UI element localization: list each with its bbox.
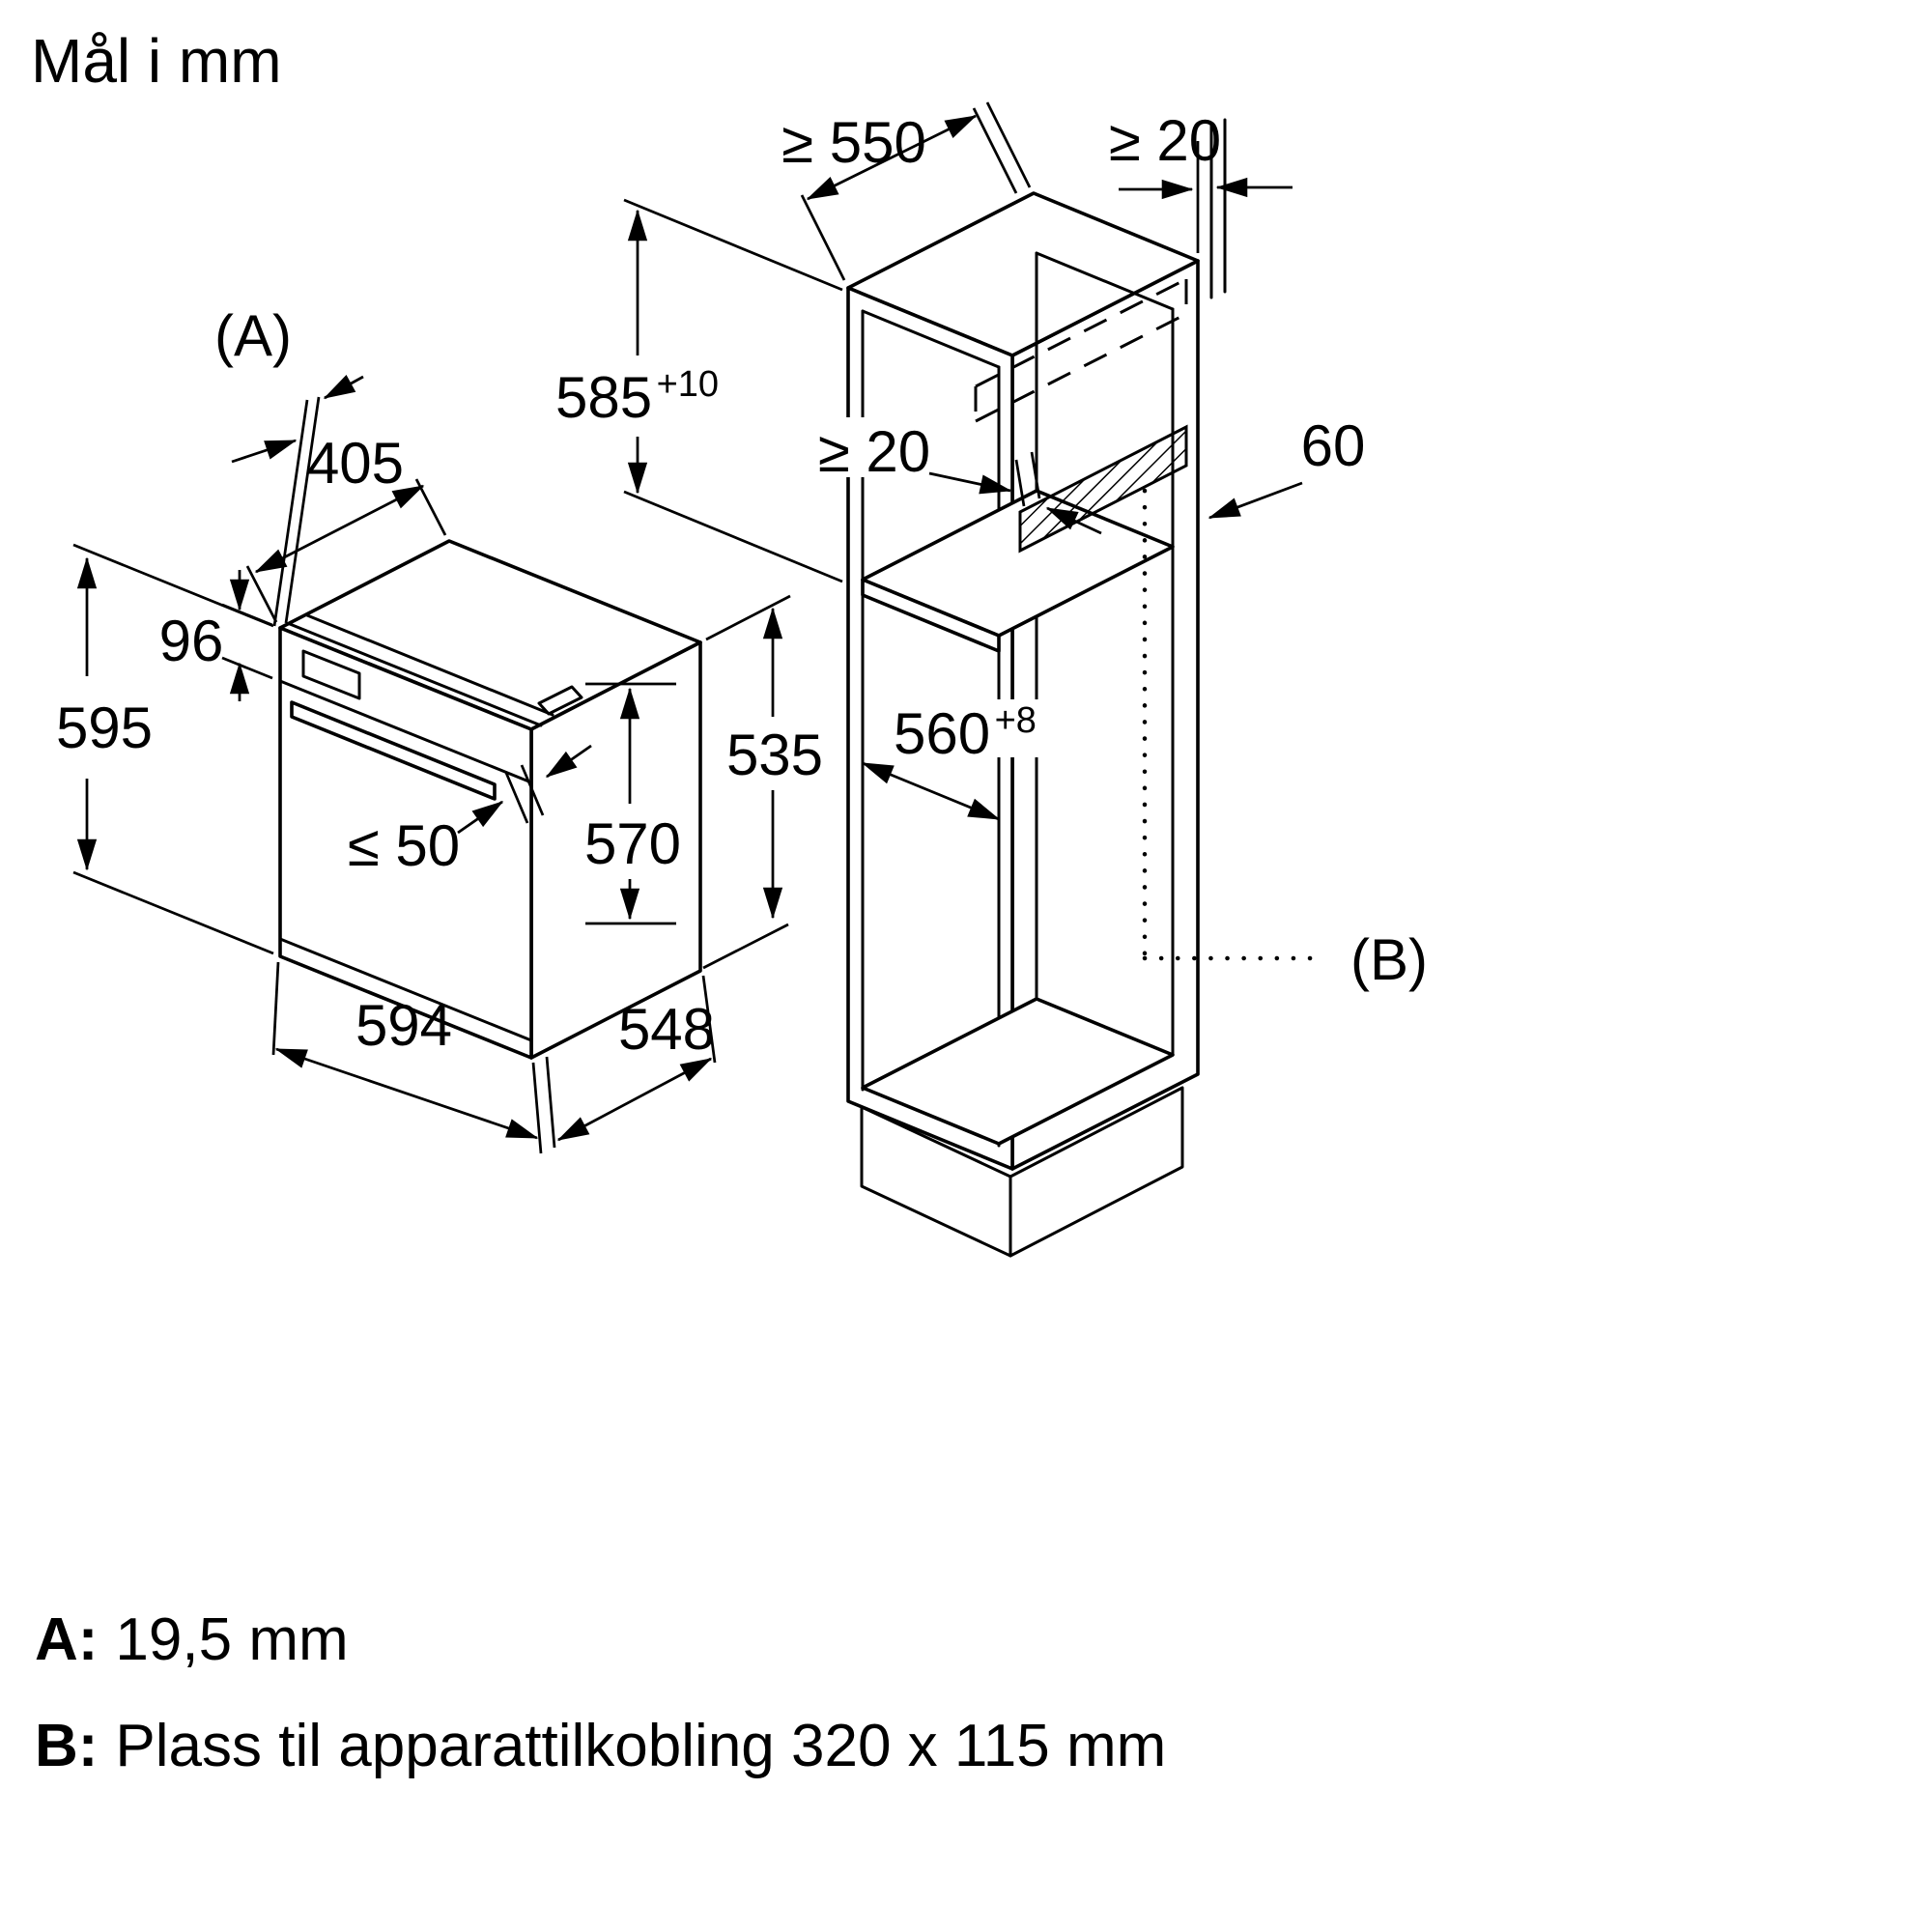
note-b-prefix: B: (35, 1713, 99, 1779)
cabinet-dimensions: ≥ 550 ≥ 20 585 +10 (555, 101, 1428, 992)
dim-niche-width-560: 560 +8 (861, 699, 1047, 821)
extension-line (531, 1062, 543, 1154)
dim-label-conn-gap: ≥ 20 (818, 419, 930, 484)
arrow (1045, 506, 1102, 535)
dim-niche-height-585: 585 +10 (555, 198, 843, 583)
extension-line (1030, 451, 1041, 499)
extension-line (221, 656, 273, 680)
dim-a-panel-thickness: (A) (214, 303, 364, 627)
dim-oven-body-depth-548: 548 (556, 975, 717, 1142)
dim-oven-side-height-535: 535 (702, 594, 823, 970)
oven-display (301, 649, 361, 700)
extension-line (623, 490, 843, 583)
extension-line (972, 107, 1018, 194)
extension-line (545, 1056, 556, 1149)
dim-oven-top-depth-405: 405 (245, 431, 447, 623)
cabinet-back-wall-top-edge (1035, 251, 1175, 311)
arrow (928, 471, 1012, 495)
oven-control-panel-line (278, 679, 533, 784)
page-title: Mål i mm (31, 26, 282, 96)
dim-label-top-depth: 405 (307, 431, 404, 496)
dimension-line (254, 484, 425, 574)
oven-top-inset-line (288, 622, 543, 727)
dim-connection-width-60: 60 (1208, 413, 1366, 520)
dim-label-conn-width: 60 (1301, 413, 1366, 478)
dim-connection-gap-20: ≥ 20 (800, 417, 1102, 535)
note-a-prefix: A: (35, 1606, 99, 1673)
extension-line (623, 198, 843, 292)
oven-door-bottom-line (278, 937, 533, 1042)
arrow (231, 439, 298, 464)
dim-label-width: 594 (355, 993, 452, 1058)
dimension-line (806, 114, 978, 201)
cabinet-plinth-side (1009, 1086, 1184, 1258)
note-a-text: 19,5 mm (115, 1606, 349, 1673)
dim-label-a-ref: (A) (214, 303, 292, 368)
dim-label-handle-depth: ≤ 50 (348, 813, 460, 878)
label-backdrop (800, 417, 951, 477)
dim-oven-panel-height-96: 96 (159, 570, 273, 701)
dim-oven-body-height-570: 570 (584, 682, 681, 925)
extension-line (72, 870, 274, 955)
extension-line (701, 975, 717, 1064)
arrow (323, 375, 364, 400)
extension-line (800, 194, 846, 281)
dim-label-b-ref: (B) (1350, 927, 1428, 992)
extension-line (520, 764, 545, 816)
cabinet-shelf-front-band (861, 578, 1001, 653)
cabinet-inner-top-edge (861, 309, 1001, 369)
label-backdrop (887, 699, 1047, 757)
extension-line (271, 961, 280, 1056)
dimension-line (274, 1047, 539, 1140)
dim-b-connection-leader: (B) (1142, 488, 1428, 992)
extension-line (705, 594, 791, 641)
extension-line (702, 923, 789, 970)
dim-label-front-height: 595 (56, 696, 153, 760)
note-b: B:Plass til apparattilkobling 320 x 115 … (35, 1712, 1166, 1780)
dim-label-body-height: 570 (584, 811, 681, 876)
dim-rear-gap-20-top: ≥ 20 (1109, 108, 1293, 253)
arrow (1208, 481, 1303, 520)
extension-line (985, 101, 1032, 188)
dim-label-niche-width: 560 +8 (894, 700, 1037, 766)
arrow (545, 744, 592, 779)
note-b-text: Plass til apparattilkobling 320 x 115 mm (115, 1713, 1167, 1779)
dim-label-depth-min: ≥ 550 (781, 110, 926, 175)
note-a: A:19,5 mm (35, 1605, 349, 1674)
oven-grip-cutout (537, 685, 583, 716)
dim-label-body-depth: 548 (618, 997, 715, 1062)
dim-label-niche-height: 585 +10 (555, 364, 719, 430)
oven-dimensions: (A) 405 96 595 (56, 303, 823, 1154)
oven-top-inset-line-2 (305, 613, 554, 717)
dim-label-side-height: 535 (726, 723, 823, 787)
dim-label-top-rear-gap: ≥ 20 (1109, 108, 1221, 173)
dim-label-panel-height: 96 (159, 609, 224, 673)
extension-line (245, 565, 278, 623)
oven-drawing (278, 539, 702, 1060)
cabinet-drawing (846, 118, 1227, 1258)
dimension-line (861, 761, 1001, 821)
dim-oven-width-594: 594 (271, 961, 556, 1154)
cabinet-floor (861, 997, 1175, 1146)
extension-line (72, 543, 274, 628)
arrow (457, 800, 504, 835)
extension-line (1014, 459, 1026, 507)
dimension-line (556, 1057, 713, 1142)
extension-line (504, 772, 529, 824)
dim-oven-handle-depth-50: ≤ 50 (348, 744, 592, 878)
dim-oven-front-height-595: 595 (56, 543, 274, 955)
oven-door-handle (290, 700, 497, 801)
dim-cabinet-depth-550: ≥ 550 (781, 101, 1032, 281)
